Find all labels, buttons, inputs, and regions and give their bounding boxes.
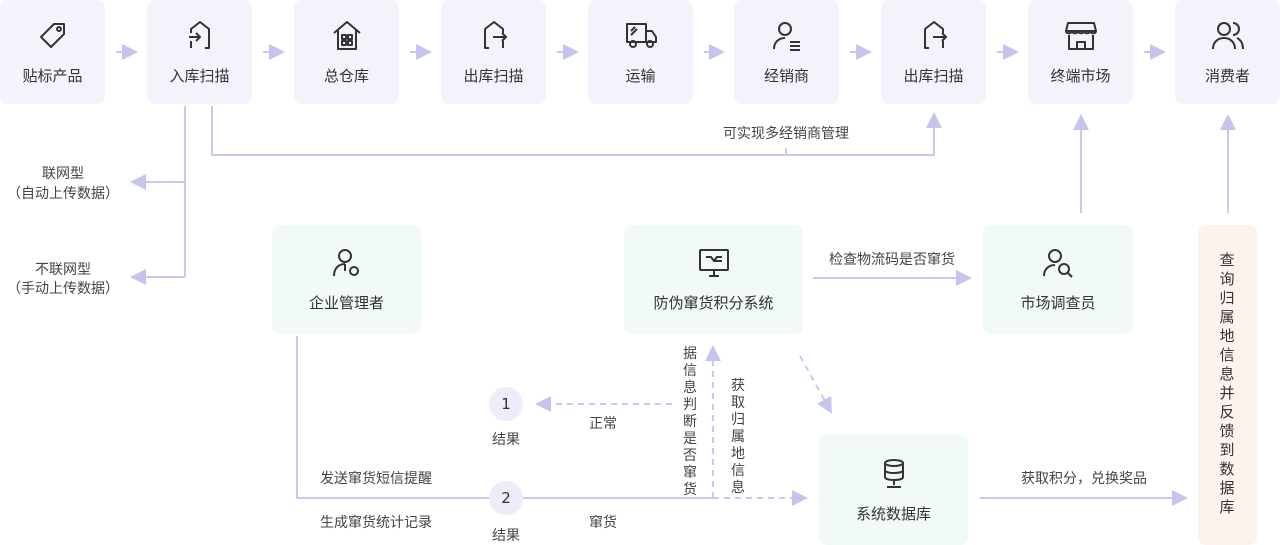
database-icon <box>883 458 904 488</box>
judge-label: 据信息判断是否窜货 <box>683 346 697 498</box>
node-query-feedback: 查询归属地信息并反馈到数据库 <box>1198 225 1257 545</box>
admin-label: 企业管理者 <box>308 294 384 312</box>
flow-step: 总仓库 <box>294 0 399 104</box>
tag-icon <box>39 22 65 48</box>
result-1-label: 结果 <box>492 432 520 448</box>
flow-step-label: 入库扫描 <box>169 66 230 85</box>
flow-step-label: 贴标产品 <box>22 66 83 85</box>
inspector-label: 市场调查员 <box>1020 294 1096 312</box>
store-icon <box>1064 21 1097 50</box>
result-1-badge: 1 <box>489 387 523 421</box>
result-2-label: 结果 <box>492 528 520 544</box>
warehouse-icon <box>332 20 361 50</box>
inspector-icon <box>1043 249 1073 278</box>
warehouse-out-icon <box>923 20 947 49</box>
flow-step: 贴标产品 <box>0 0 105 104</box>
flow-step: 出库扫描 <box>441 0 546 104</box>
flow-step-label: 出库扫描 <box>463 66 524 85</box>
node-admin: 企业管理者 <box>272 225 421 334</box>
fetch-label: 获取归属地信息 <box>731 378 745 496</box>
node-inspector: 市场调查员 <box>983 225 1133 334</box>
warehouse-in-icon <box>188 20 210 49</box>
flow-step-label: 运输 <box>625 66 656 85</box>
flow-step: 出库扫描 <box>881 0 986 104</box>
points-label: 获取积分，兑换奖品 <box>1021 471 1147 487</box>
database-label: 系统数据库 <box>855 504 931 523</box>
system-label: 防伪窜货积分系统 <box>653 294 774 312</box>
query-label: 查询归属地信息并反馈到数据库 <box>1219 251 1235 516</box>
flow-step-label: 经销商 <box>763 66 809 85</box>
truck-icon <box>625 22 657 48</box>
flow-step: 消费者 <box>1175 0 1280 104</box>
normal-label: 正常 <box>589 416 617 432</box>
flow-step: 运输 <box>588 0 693 104</box>
node-database: 系统数据库 <box>819 435 968 545</box>
users-icon <box>1211 21 1244 49</box>
check-label: 检查物流码是否窜货 <box>829 252 955 268</box>
monitor-icon <box>698 249 729 277</box>
flow-step: 终端市场 <box>1028 0 1133 104</box>
fleeing-label: 窜货 <box>589 515 617 531</box>
warehouse-out-icon <box>483 20 507 49</box>
online-sub-label: （自动上传数据） <box>7 186 119 202</box>
flow-step-label: 消费者 <box>1204 66 1250 85</box>
multi-dealer-label: 可实现多经销商管理 <box>723 126 849 142</box>
flow-step: 入库扫描 <box>147 0 252 104</box>
flow-step: 经销商 <box>734 0 839 104</box>
flow-step-label: 出库扫描 <box>903 66 964 85</box>
record-label: 生成窜货统计记录 <box>320 515 432 531</box>
admin-icon <box>332 249 359 277</box>
sms-label: 发送窜货短信提醒 <box>320 471 432 487</box>
flow-step-label: 终端市场 <box>1050 66 1111 85</box>
flow-step-label: 总仓库 <box>323 66 369 85</box>
node-system: 防伪窜货积分系统 <box>624 225 803 334</box>
result-2-badge: 2 <box>489 481 523 515</box>
offline-sub-label: （手动上传数据） <box>7 281 119 297</box>
dealer-icon <box>772 21 800 51</box>
online-label: 联网型 <box>42 166 84 182</box>
offline-label: 不联网型 <box>35 262 91 278</box>
